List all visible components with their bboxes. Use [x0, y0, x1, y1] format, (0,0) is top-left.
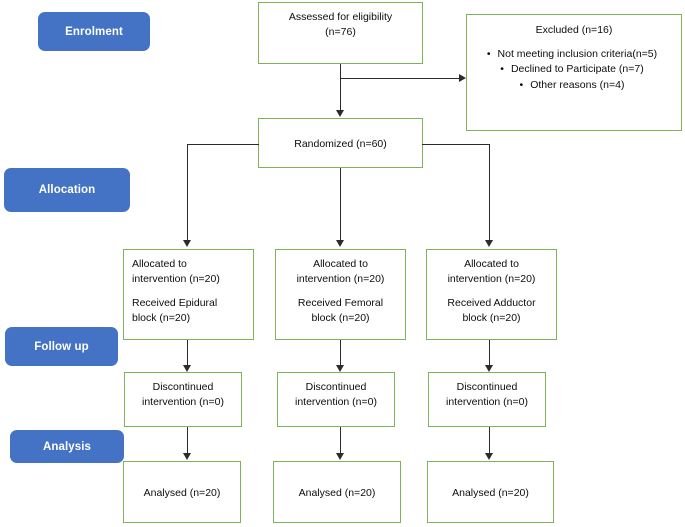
allocation-arm-2-line-3: Received Femoral — [297, 296, 384, 309]
assessed-line-1: Assessed for eligibility — [288, 11, 393, 23]
assessed-line-2: (n=76) — [325, 25, 356, 38]
stage-badge-followup: Follow up — [5, 327, 118, 366]
allocation-arm-2-line-2: intervention (n=20) — [296, 272, 385, 285]
allocation-arm-1-line-3: Received Epidural — [132, 296, 218, 309]
box-analysed-arm-2: Analysed (n=20) — [273, 461, 401, 523]
allocation-arm-2-line-1: Allocated to — [313, 258, 368, 270]
box-discontinued-arm-3: Discontinued intervention (n=0) — [428, 372, 546, 427]
connector-discontinued-1-to-analysed — [187, 427, 188, 455]
connector-arm-2-to-discontinued — [340, 340, 341, 367]
box-allocation-arm-3: Allocated to intervention (n=20) Receive… — [426, 249, 557, 340]
arrowhead-arm-1-to-discontinued — [183, 365, 191, 372]
box-randomized: Randomized (n=60) — [258, 118, 423, 168]
stage-badge-analysis: Analysis — [10, 430, 124, 463]
excluded-reason-list: • Not meeting inclusion criteria(n=5) • De… — [473, 47, 675, 94]
allocation-arm-1-line-4: block (n=20) — [132, 311, 191, 324]
excluded-title: Excluded (n=16) — [535, 24, 613, 36]
arrowhead-discontinued-2-to-analysed — [336, 453, 344, 460]
discontinued-arm-1-line-2: intervention (n=0) — [141, 395, 224, 408]
excluded-reason-text: Declined to Participate (n=7) — [510, 63, 644, 76]
allocation-arm-3-line-1: Allocated to — [464, 258, 519, 270]
discontinued-arm-3-line-2: intervention (n=0) — [445, 395, 528, 408]
arrowhead-randomized-to-arm-3 — [485, 240, 493, 247]
discontinued-arm-3-line-1: Discontinued — [456, 381, 518, 393]
stage-badge-followup-label: Follow up — [34, 340, 89, 353]
box-allocation-arm-1: Allocated to intervention (n=20) Receive… — [123, 249, 254, 340]
excluded-reason-item: • Other reasons (n=4) — [473, 78, 675, 93]
allocation-arm-3-line-2: intervention (n=20) — [447, 272, 536, 285]
stage-badge-enrolment-label: Enrolment — [65, 25, 123, 38]
connector-randomized-to-arm-3 — [489, 144, 490, 242]
discontinued-arm-1-line-1: Discontinued — [152, 381, 214, 393]
bullet-icon: • — [486, 47, 491, 60]
bullet-icon: • — [519, 78, 524, 91]
box-analysed-arm-3: Analysed (n=20) — [427, 461, 554, 523]
analysed-arm-2-label: Analysed (n=20) — [298, 486, 376, 499]
allocation-arm-2-line-4: block (n=20) — [311, 311, 370, 324]
connector-arm-1-to-discontinued — [187, 340, 188, 367]
arrowhead-discontinued-3-to-analysed — [485, 453, 493, 460]
box-allocation-arm-2: Allocated to intervention (n=20) Receive… — [275, 249, 406, 340]
connector-randomized-branch-right — [422, 144, 490, 145]
connector-randomized-branch-left — [187, 144, 259, 145]
allocation-arm-1-line-2: intervention (n=20) — [132, 272, 220, 285]
connector-discontinued-3-to-analysed — [489, 427, 490, 455]
discontinued-arm-2-line-2: intervention (n=0) — [294, 395, 377, 408]
connector-assessed-to-randomized — [340, 64, 341, 113]
excluded-reason-text: Not meeting inclusion criteria(n=5) — [497, 47, 658, 60]
box-discontinued-arm-1: Discontinued intervention (n=0) — [124, 372, 242, 427]
allocation-arm-3-line-3: Received Adductor — [447, 296, 536, 309]
excluded-reason-item: • Not meeting inclusion criteria(n=5) — [473, 47, 675, 62]
connector-assessed-to-excluded — [340, 78, 460, 79]
stage-badge-allocation: Allocation — [4, 168, 130, 212]
stage-badge-enrolment: Enrolment — [38, 12, 150, 51]
box-assessed-for-eligibility: Assessed for eligibility (n=76) — [258, 2, 423, 64]
arrowhead-arm-3-to-discontinued — [485, 365, 493, 372]
connector-randomized-to-arm-2 — [340, 168, 341, 242]
stage-badge-allocation-label: Allocation — [38, 184, 96, 196]
connector-randomized-to-arm-1 — [187, 144, 188, 242]
box-excluded: Excluded (n=16) • Not meeting inclusion c… — [466, 14, 682, 131]
arrowhead-discontinued-1-to-analysed — [183, 453, 191, 460]
connector-arm-3-to-discontinued — [489, 340, 490, 367]
analysed-arm-1-label: Analysed (n=20) — [143, 486, 221, 499]
arrowhead-randomized-to-arm-2 — [336, 240, 344, 247]
analysed-arm-3-label: Analysed (n=20) — [452, 486, 529, 499]
arrowhead-assessed-to-excluded — [459, 74, 466, 82]
allocation-arm-3-line-4: block (n=20) — [462, 311, 521, 324]
arrowhead-arm-2-to-discontinued — [336, 365, 344, 372]
bullet-icon: • — [500, 63, 504, 76]
allocation-arm-1-line-1: Allocated to — [132, 258, 187, 270]
randomized-label: Randomized (n=60) — [294, 137, 387, 150]
box-discontinued-arm-2: Discontinued intervention (n=0) — [277, 372, 395, 427]
discontinued-arm-2-line-1: Discontinued — [305, 381, 367, 393]
stage-badge-analysis-label: Analysis — [42, 440, 92, 453]
box-analysed-arm-1: Analysed (n=20) — [123, 461, 241, 523]
excluded-reason-text: Other reasons (n=4) — [530, 78, 625, 91]
arrowhead-randomized-to-arm-1 — [183, 240, 191, 247]
arrowhead-assessed-to-randomized — [336, 110, 344, 117]
excluded-reason-item: • Declined to Participate (n=7) — [473, 62, 675, 77]
connector-discontinued-2-to-analysed — [340, 427, 341, 455]
